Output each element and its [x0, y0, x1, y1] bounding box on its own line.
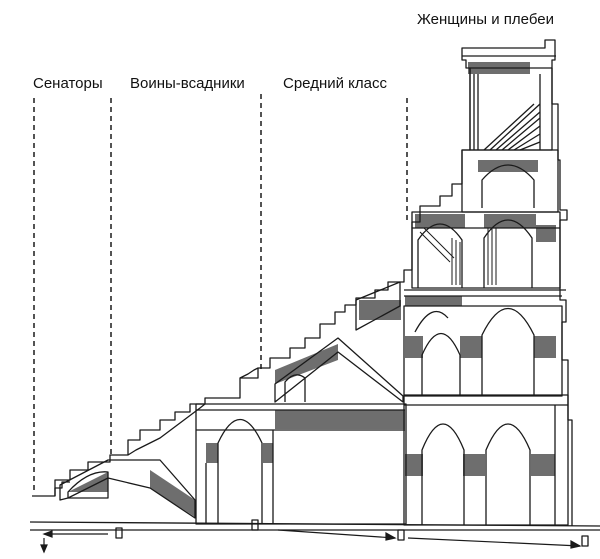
label-equestrians: Воины-всадники [130, 75, 245, 92]
label-middle-class: Средний класс [283, 75, 387, 92]
zone-dividers [33, 94, 408, 492]
ground-arrows [40, 529, 582, 554]
label-senators: Сенаторы [33, 75, 103, 92]
structure-lines [29, 39, 600, 547]
shaded-masonry [68, 62, 556, 517]
seating-profile [32, 39, 573, 526]
label-women-plebs: Женщины и плебеи [417, 11, 554, 28]
